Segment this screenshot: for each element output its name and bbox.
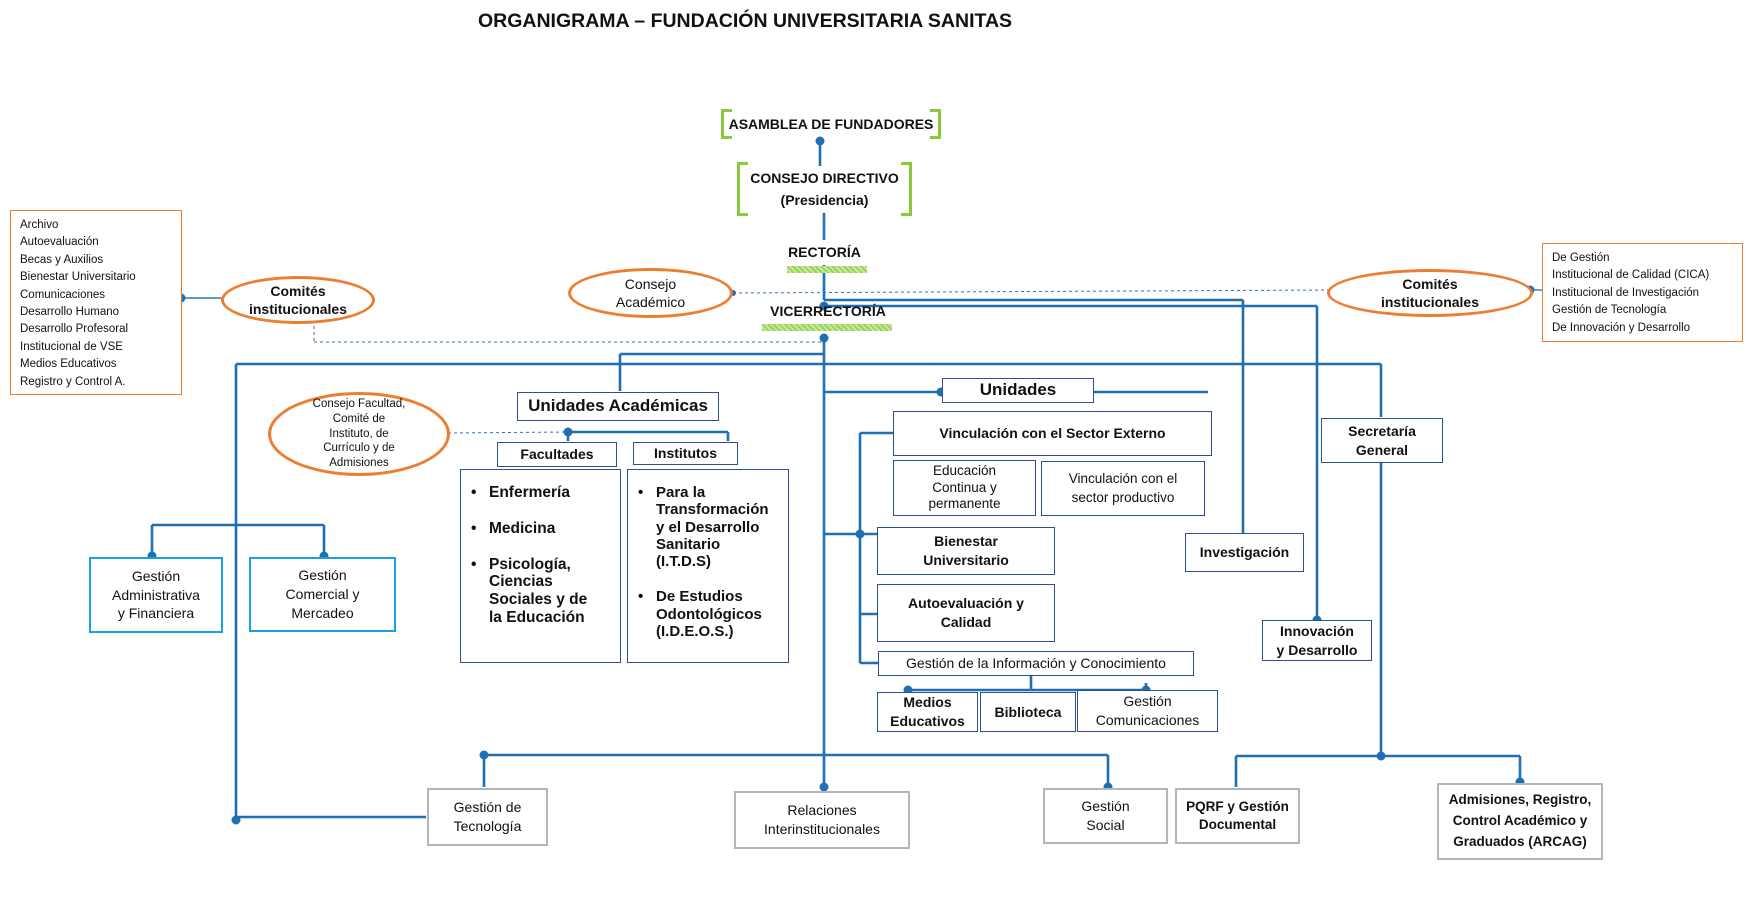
instituto-item: De Estudios Odontológicos (I.D.E.O.S.) [638, 588, 780, 640]
node-investigacion: Investigación [1185, 533, 1304, 572]
page-title: ORGANIGRAMA – FUNDACIÓN UNIVERSITARIA SA… [477, 10, 1013, 32]
comite-left-item: Archivo [20, 219, 59, 231]
node-vicerrectoria: VICERRECTORÍA [770, 303, 886, 319]
node-gestion-social: Gestión Social [1043, 788, 1168, 844]
comite-left-item: Registro y Control A. [20, 375, 126, 388]
node-gestion-administrativa: Gestión Administrativa y Financiera [89, 557, 223, 633]
rectoria-underline [787, 266, 867, 273]
instituto-item: Para la Transformación y el Desarrollo S… [638, 484, 780, 570]
node-pqrf: PQRF y Gestión Documental [1175, 788, 1300, 844]
ellipse-comites-right: Comités institucionales [1327, 269, 1533, 317]
ellipse-comites-left: Comités institucionales [221, 276, 375, 324]
node-educacion-continua: Educación Continua y permanente [893, 460, 1036, 516]
node-unidades-academicas: Unidades Académicas [517, 392, 719, 421]
comite-left-item: Medios Educativos [20, 358, 117, 371]
node-relaciones: Relaciones Interinstitucionales [734, 791, 910, 849]
node-secretaria-general: Secretaría General [1321, 418, 1443, 463]
comite-left-item: Becas y Auxilios [20, 253, 104, 266]
node-consejo-directivo: CONSEJO DIRECTIVO (Presidencia) [737, 162, 912, 216]
institutos-list: Para la Transformación y el Desarrollo S… [627, 469, 789, 663]
comite-left-item: Autoevaluación [20, 236, 99, 249]
node-gestion-comunicaciones: Gestión Comunicaciones [1077, 690, 1218, 732]
node-bienestar: Bienestar Universitario [877, 527, 1055, 575]
node-facultades: Facultades [497, 442, 617, 467]
facultades-list: EnfermeríaMedicinaPsicología, Ciencias S… [460, 469, 621, 663]
facultad-item: Medicina [471, 520, 612, 538]
node-gestion-informacion: Gestión de la Información y Conocimiento [878, 651, 1194, 676]
ellipse-consejo-academico: Consejo Académico [568, 268, 733, 318]
comite-left-item: Institucional de VSE [20, 340, 123, 353]
node-admisiones: Admisiones, Registro, Control Académico … [1437, 783, 1603, 860]
comite-left-item: Comunicaciones [20, 288, 106, 301]
node-asamblea: ASAMBLEA DE FUNDADORES [721, 109, 941, 139]
comite-right-item: Institucional de Investigación [1552, 286, 1700, 299]
node-unidades: Unidades [942, 378, 1094, 403]
node-vinculacion-productivo: Vinculación con el sector productivo [1041, 461, 1205, 516]
node-gestion-tecnologia: Gestión de Tecnología [427, 788, 548, 846]
comite-right-item: Gestión de Tecnología [1552, 304, 1667, 317]
node-medios-educativos: Medios Educativos [877, 692, 978, 732]
comite-right-item: De Gestión [1552, 252, 1610, 264]
comite-left-item: Desarrollo Humano [20, 306, 120, 319]
comite-left-item: Bienestar Universitario [20, 271, 136, 284]
node-biblioteca: Biblioteca [980, 692, 1076, 732]
node-vinculacion: Vinculación con el Sector Externo [893, 411, 1212, 456]
node-autoevaluacion: Autoevaluación y Calidad [877, 584, 1055, 642]
comite-left-item: Desarrollo Profesoral [20, 323, 129, 336]
node-innovacion: Innovación y Desarrollo [1262, 620, 1372, 661]
node-institutos: Institutos [633, 442, 738, 465]
comite-right-item: Institucional de Calidad (CICA) [1552, 269, 1710, 282]
vicerrectoria-underline [762, 324, 892, 331]
ellipse-consejo-facultad: Consejo Facultad, Comité de Instituto, d… [268, 392, 450, 476]
node-rectoria: RECTORÍA [788, 244, 861, 260]
facultad-item: Enfermería [471, 484, 612, 502]
comite-right-item: De Innovación y Desarrollo [1552, 321, 1691, 334]
facultad-item: Psicología, Ciencias Sociales y de la Ed… [471, 556, 612, 627]
node-gestion-comercial: Gestión Comercial y Mercadeo [249, 557, 396, 632]
